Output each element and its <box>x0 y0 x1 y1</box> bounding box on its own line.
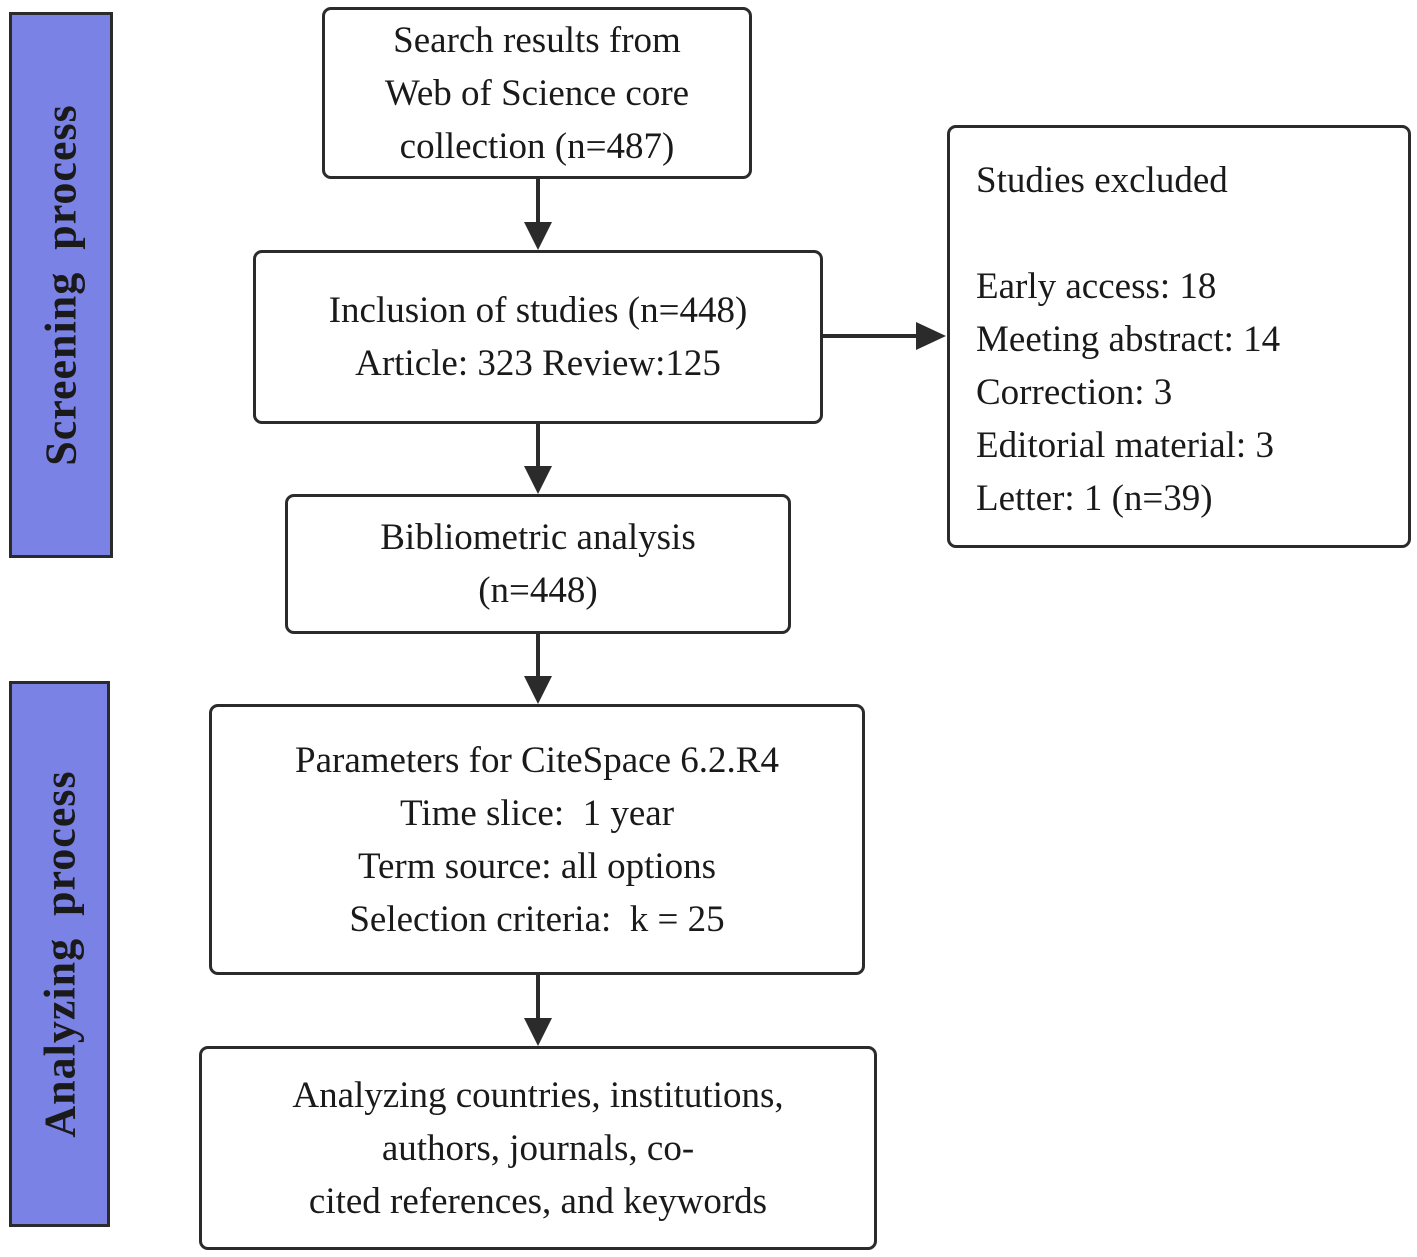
inclusion-box: Inclusion of studies (n=448) Article: 32… <box>253 250 823 424</box>
bibliometric-line-2: (n=448) <box>478 570 598 611</box>
search-line-3: collection (n=487) <box>399 125 675 167</box>
search-line-2: Web of Science core <box>384 72 690 114</box>
bibliometric-box: Bibliometric analysis (n=448) <box>285 494 791 634</box>
inclusion-line-1: Inclusion of studies (n=448) <box>328 290 748 331</box>
inclusion-line-2: Article: 323 Review:125 <box>355 343 721 384</box>
parameters-line-1: Parameters for CiteSpace 6.2.R4 <box>295 739 779 781</box>
search-line-1: Search results from <box>393 19 681 61</box>
excluded-item: Meeting abstract: 14 <box>976 319 1281 360</box>
analyzing-line-2: authors, journals, co- <box>381 1127 695 1169</box>
search-results-box: Search results from Web of Science core … <box>322 7 752 179</box>
analyzing-line-3: cited references, and keywords <box>308 1180 768 1222</box>
excluded-item: Correction: 3 <box>976 372 1173 413</box>
analyzing-process-bar: Analyzing process <box>9 681 110 1227</box>
parameters-box: Parameters for CiteSpace 6.2.R4 Time sli… <box>209 704 865 975</box>
bibliometric-line-1: Bibliometric analysis <box>380 517 696 558</box>
excluded-title: Studies excluded <box>976 160 1228 201</box>
excluded-item: Editorial material: 3 <box>976 425 1274 466</box>
excluded-item: Letter: 1 (n=39) <box>976 478 1213 519</box>
excluded-item: Early access: 18 <box>976 266 1217 307</box>
analyzing-line-1: Analyzing countries, institutions, <box>292 1074 784 1116</box>
parameters-line-2: Time slice: 1 year <box>399 792 675 834</box>
parameters-line-3: Term source: all options <box>357 845 717 887</box>
parameters-line-4: Selection criteria: k = 25 <box>349 898 725 940</box>
screening-process-bar: Screening process <box>9 12 113 558</box>
studies-excluded-box: Studies excluded Early access: 18 Meetin… <box>947 125 1411 548</box>
analyzing-box: Analyzing countries, institutions, autho… <box>199 1046 877 1250</box>
